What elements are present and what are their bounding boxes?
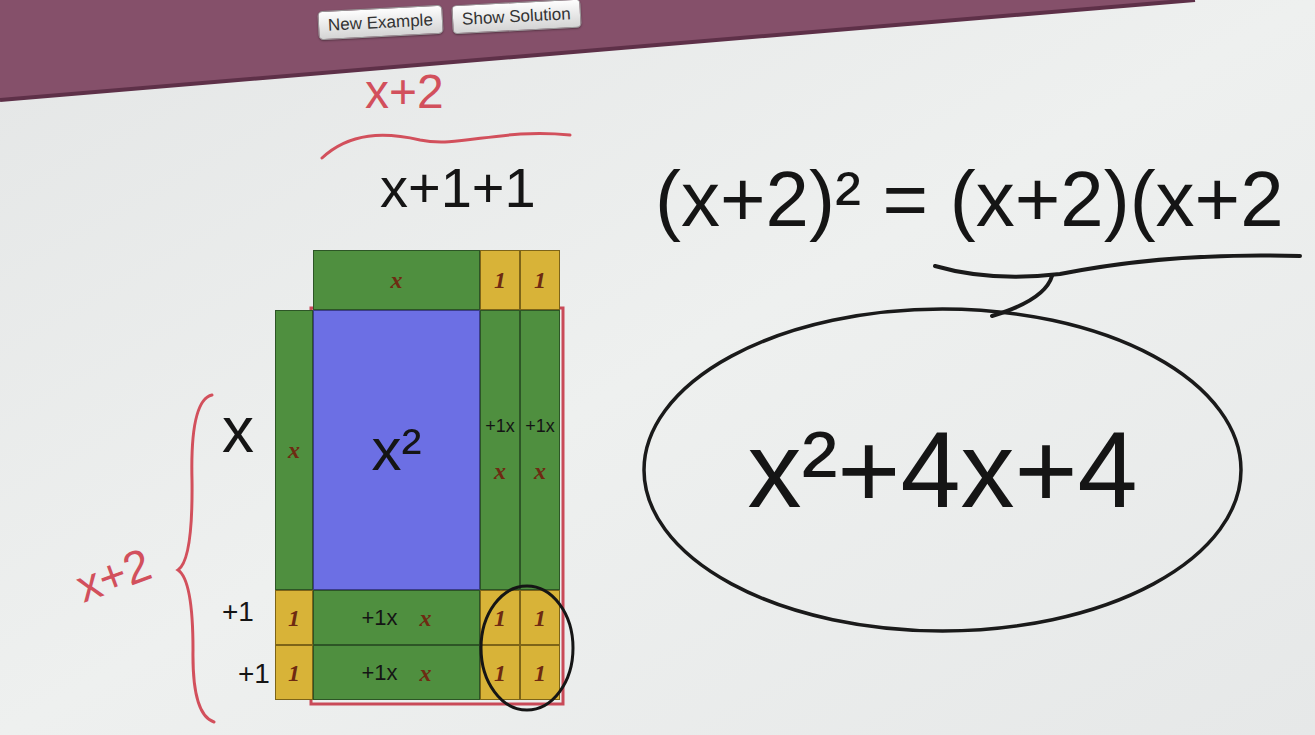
ui-button: Show Solution <box>451 0 581 34</box>
unit-tile: 1 <box>275 590 313 645</box>
corner-circle <box>481 586 573 710</box>
unit-tile: 1 <box>520 250 560 310</box>
tile-label: 1 <box>534 606 546 630</box>
x-tile: +1x x <box>313 590 480 645</box>
handwritten-note: +1x <box>525 417 555 435</box>
button-label: Show Solution <box>462 5 571 28</box>
tile-label: x <box>391 268 403 292</box>
product-outline <box>311 308 563 704</box>
tile-label: x <box>420 661 432 685</box>
projector-toolbar <box>0 0 1195 100</box>
unit-tile: 1 <box>275 645 313 700</box>
red-dimension: x+2 <box>70 541 157 610</box>
bracket-stem <box>992 276 1052 316</box>
square-expression: (x+2)² = (x+2)(x+2 <box>655 160 1284 238</box>
result-ellipse-line <box>644 309 1241 631</box>
toolbar-edge <box>0 0 1195 100</box>
tile-label: 1 <box>494 606 506 630</box>
tile-label: 1 <box>288 661 300 685</box>
unit-tile: 1 <box>520 645 560 700</box>
x-tile: +1x x <box>520 310 560 590</box>
unit-tile: 1 <box>480 590 520 645</box>
tile-label: 1 <box>288 606 300 630</box>
red-dimension: x+2 <box>365 68 444 116</box>
unit-tile: 1 <box>520 590 560 645</box>
tile-label: x <box>494 459 506 483</box>
red-brace-top <box>322 133 570 158</box>
tile-label: 1 <box>534 268 546 292</box>
x-squared-tile: x² <box>313 310 480 590</box>
x-tile: +1x x <box>313 645 480 700</box>
button-label: New Example <box>328 11 434 33</box>
tile-label: x <box>288 438 300 462</box>
tile-label: 1 <box>494 661 506 685</box>
unit-tile: 1 <box>480 645 520 700</box>
unit-tile: 1 <box>480 250 520 310</box>
x-tile: +1x x <box>480 310 520 590</box>
handwritten-note: +1x <box>361 662 397 684</box>
side-term: +1 <box>238 660 270 688</box>
tile-label: 1 <box>534 661 546 685</box>
ui-button: New Example <box>317 5 443 40</box>
expanded-expression: x²+4x+4 <box>747 416 1137 524</box>
x-tile: x <box>275 310 313 590</box>
product-bracket <box>935 255 1300 276</box>
result-ellipse: x²+4x+4 <box>640 305 1245 635</box>
handwritten-note: +1x <box>485 417 515 435</box>
tile-label: 1 <box>494 268 506 292</box>
tile-label: x <box>420 606 432 630</box>
red-brace-left <box>178 395 214 722</box>
x-tile: x <box>313 250 480 310</box>
tile-label: x <box>534 459 546 483</box>
side-term: x <box>222 398 254 462</box>
side-term: +1 <box>222 598 254 626</box>
handwritten-note: +1x <box>361 607 397 629</box>
side-length: x+1+1 <box>380 160 536 216</box>
handwritten-term: x² <box>372 420 422 480</box>
